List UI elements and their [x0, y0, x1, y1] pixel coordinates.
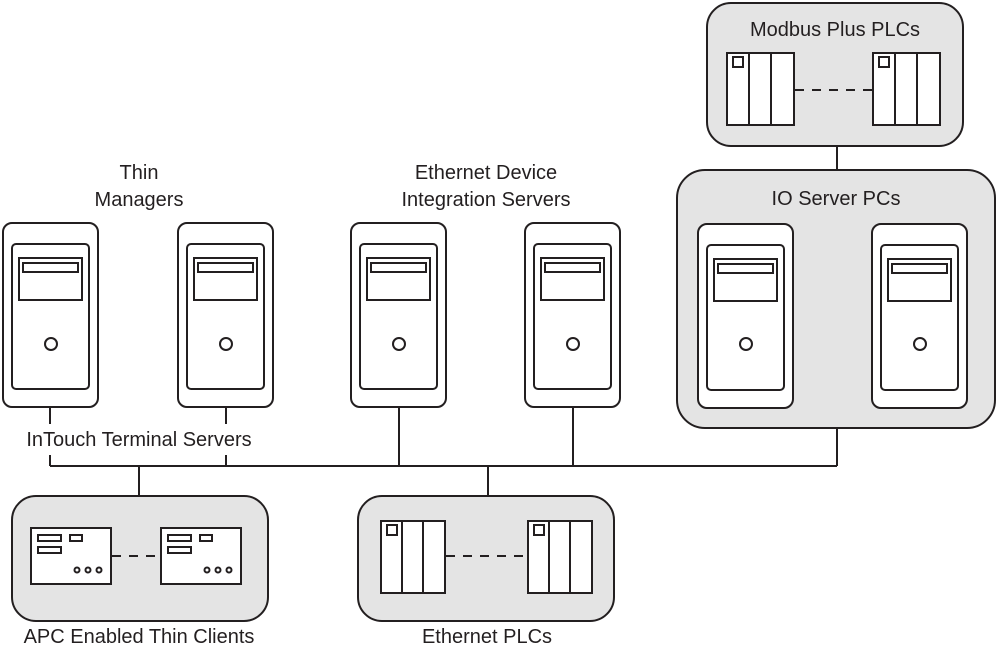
server-tower-icon: [350, 222, 447, 408]
ethernet-device-label-line1: Ethernet Device: [415, 162, 557, 184]
apc-thin-clients-group: APC Enabled Thin Clients: [11, 495, 269, 648]
ethernet-plcs-group: Ethernet PLCs: [357, 495, 615, 648]
thin-managers-label-line1: Thin: [120, 162, 159, 184]
modbus-plus-plcs-label: Modbus Plus PLCs: [750, 19, 920, 41]
server-tower-icon: [524, 222, 621, 408]
plc-rack-icon: [380, 520, 446, 594]
plc-rack-icon: [527, 520, 593, 594]
intouch-terminal-servers-label: InTouch Terminal Servers: [26, 429, 251, 451]
server-tower-icon: [2, 222, 99, 408]
modbus-plus-plcs-group: Modbus Plus PLCs: [706, 2, 964, 147]
io-server-pcs-label: IO Server PCs: [772, 188, 901, 210]
server-tower-icon: [871, 223, 968, 409]
network-connections: [49, 146, 838, 496]
thin-client-icon: [160, 527, 242, 585]
plc-rack-icon: [872, 52, 941, 126]
thin-client-icon: [30, 527, 112, 585]
apc-thin-clients-label: APC Enabled Thin Clients: [24, 626, 255, 648]
server-tower-icon: [697, 223, 794, 409]
ethernet-plcs-label: Ethernet PLCs: [422, 626, 552, 648]
ethernet-device-label-line2: Integration Servers: [402, 189, 571, 211]
server-tower-icon: [177, 222, 274, 408]
thin-managers-label-line2: Managers: [95, 189, 184, 211]
plc-rack-icon: [726, 52, 795, 126]
